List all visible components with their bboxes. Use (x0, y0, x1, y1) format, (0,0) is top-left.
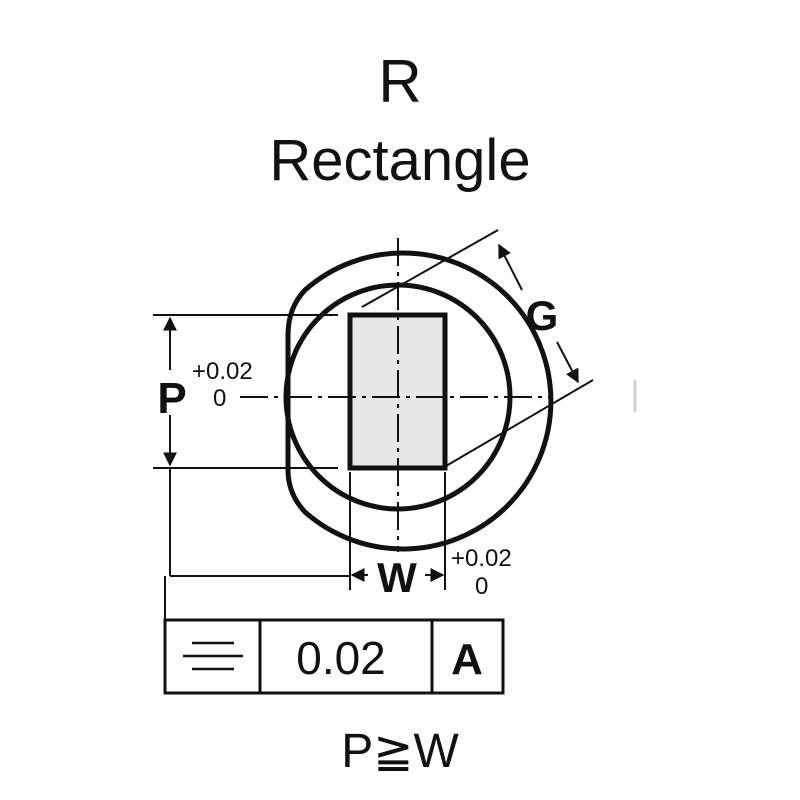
w-tolerance-lower: 0 (475, 573, 488, 600)
condition-text: P≧W (341, 725, 459, 778)
w-label: W (377, 554, 417, 601)
p-label: P (157, 374, 186, 423)
p-tolerance-lower: 0 (213, 385, 226, 412)
w-tolerance-upper: +0.02 (451, 545, 512, 572)
center-lines (240, 238, 552, 552)
g-label: G (526, 292, 559, 339)
p-tolerance-upper: +0.02 (192, 358, 253, 385)
datum-leader (164, 468, 350, 620)
datum-letter: A (451, 635, 483, 684)
tolerance-value: 0.02 (296, 632, 386, 684)
title-word: Rectangle (269, 128, 531, 193)
outer-shaft-outline (285, 250, 554, 552)
symmetry-icon (183, 641, 243, 671)
p-extension-lines (153, 314, 338, 469)
w-extension-lines (349, 472, 446, 590)
g-extension-lines (361, 229, 594, 467)
g-arrow-up (498, 243, 523, 291)
g-arrow-down (556, 341, 579, 384)
tolerance-frame (163, 618, 505, 695)
title-letter: R (378, 48, 422, 115)
